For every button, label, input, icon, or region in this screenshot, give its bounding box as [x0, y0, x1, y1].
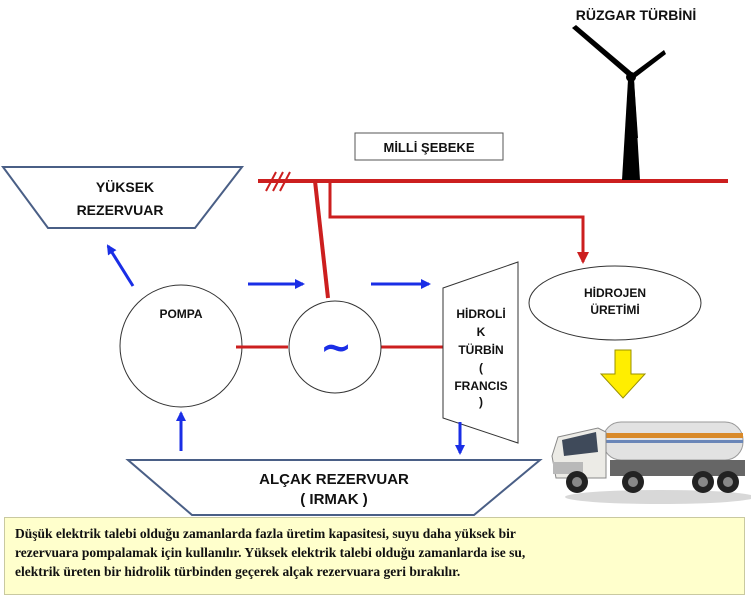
caption-line: rezervuara pompalamak için kullanılır. Y… — [15, 545, 526, 560]
generator — [288, 300, 382, 394]
upper-reservoir — [1, 166, 245, 229]
hydrogen-to-truck-arrow — [599, 349, 647, 399]
flow-arrow-pump-to-upper — [106, 244, 135, 287]
national-grid-label-box — [354, 132, 504, 161]
national-grid-label: MİLLİ ŞEBEKE — [383, 140, 474, 155]
upper-reservoir-label-line1: YÜKSEK — [96, 179, 154, 195]
lower-reservoir — [125, 459, 543, 516]
pump-label: POMPA — [159, 307, 202, 321]
pump — [119, 284, 243, 408]
hydrogen-label-line2: ÜRETİMİ — [590, 302, 639, 317]
wind-turbine-label: RÜZGAR TÜRBİNİ — [576, 7, 697, 23]
hydraulic-turbine — [442, 261, 519, 444]
wind-turbine-icon — [572, 25, 666, 180]
grid-break-marks — [265, 171, 291, 192]
caption-line: elektrik üreten bir hidrolik türbinden g… — [15, 564, 461, 579]
hydrogen-label-line1: HİDROJEN — [584, 285, 646, 300]
svg-text:K: K — [477, 325, 486, 339]
grid-to-hydrogen-line — [328, 181, 589, 264]
grid-to-generator-line — [313, 180, 330, 299]
svg-text:TÜRBİN: TÜRBİN — [458, 342, 503, 357]
lower-reservoir-label-line2: ( IRMAK ) — [300, 491, 368, 508]
caption-box: Düşük elektrik talebi olduğu zamanlarda … — [4, 517, 745, 595]
svg-text:): ) — [479, 395, 483, 409]
lower-reservoir-label-line1: ALÇAK REZERVUAR — [259, 471, 409, 488]
upper-reservoir-label-line2: REZERVUAR — [77, 202, 164, 218]
svg-text:FRANCIS: FRANCIS — [454, 379, 507, 393]
svg-text:(: ( — [479, 361, 483, 375]
water-flow-arrows — [106, 244, 465, 455]
caption-line: Düşük elektrik talebi olduğu zamanlarda … — [15, 526, 516, 541]
tanker-truck-icon — [551, 421, 751, 504]
generator-symbol: ~ — [320, 325, 352, 369]
svg-text:HİDROLİ: HİDROLİ — [456, 306, 505, 321]
hydrogen-production — [528, 265, 702, 341]
hydraulic-turbine-label: HİDROLİ K TÜRBİN ( FRANCIS ) — [454, 306, 507, 409]
